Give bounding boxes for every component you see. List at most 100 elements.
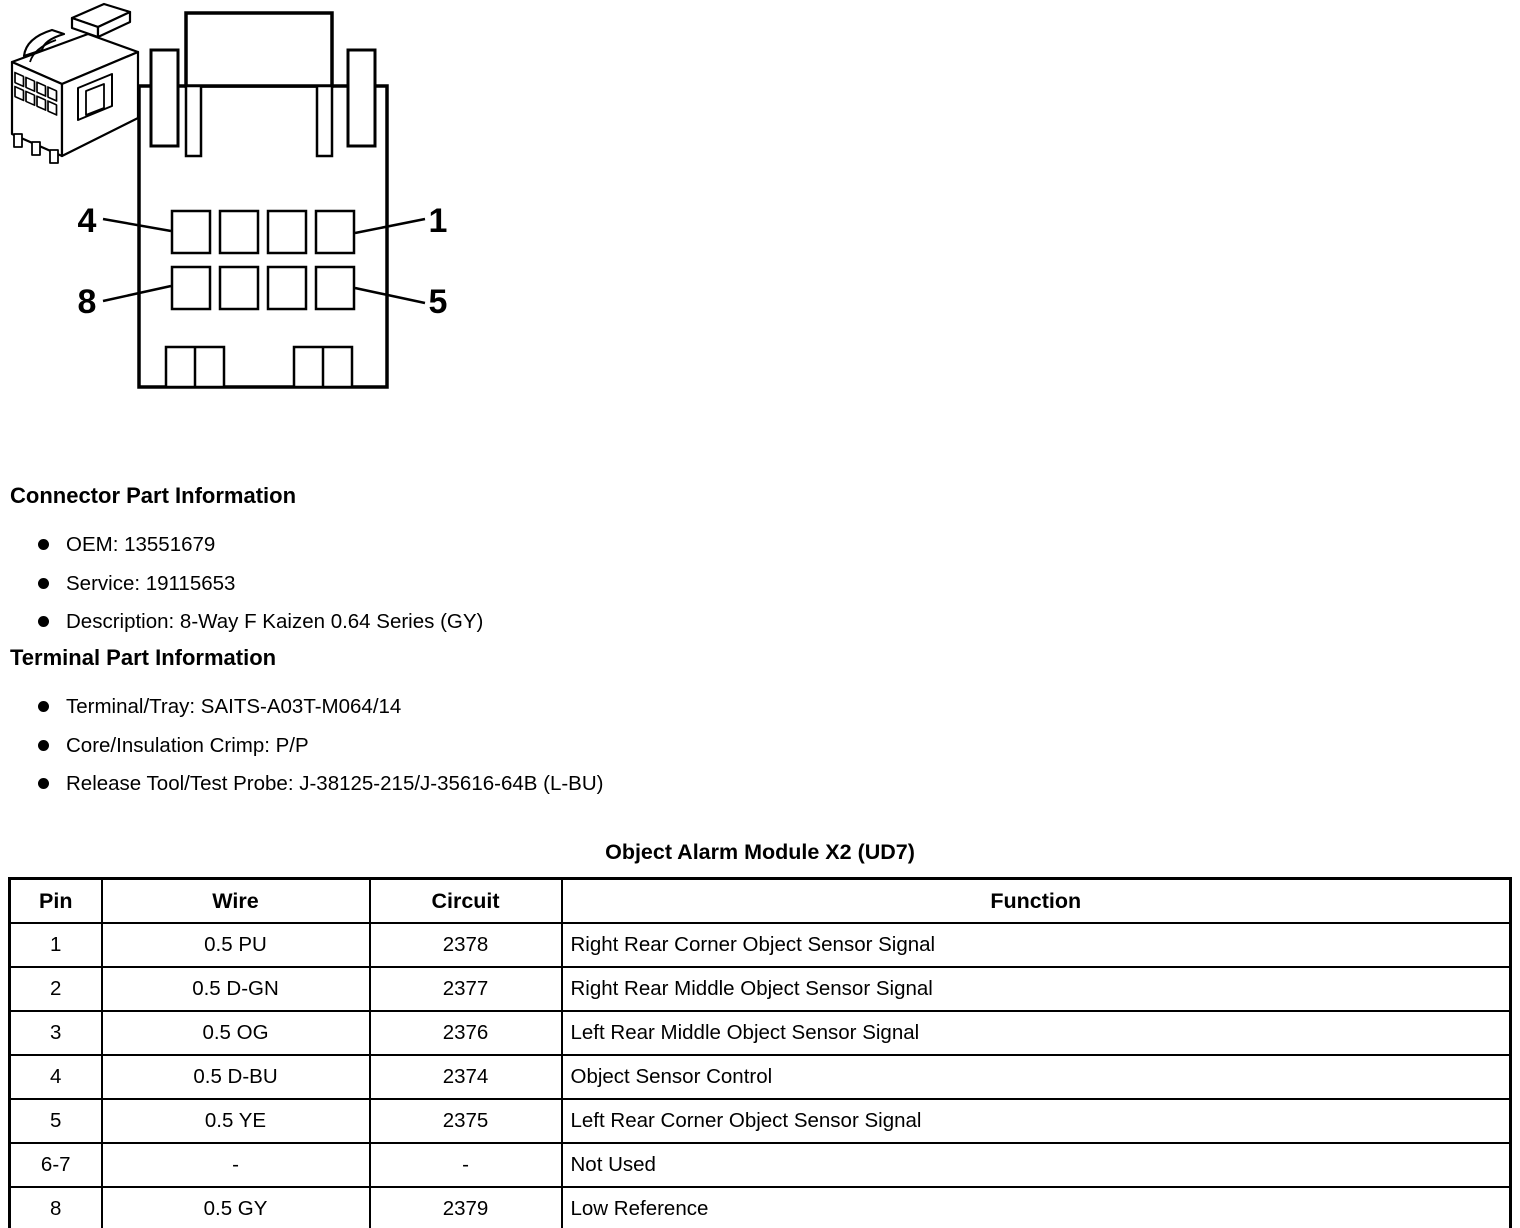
connector-right-slot xyxy=(346,48,377,148)
bullet-icon xyxy=(38,701,49,713)
cell-function: Right Rear Corner Object Sensor Signal xyxy=(560,922,1512,968)
cell-function: Left Rear Corner Object Sensor Signal xyxy=(560,1098,1512,1144)
cell-function: Object Sensor Control xyxy=(560,1054,1512,1100)
table-row: 6-7 - - Not Used xyxy=(8,1142,1512,1188)
iso-pin-hole xyxy=(14,85,25,102)
iso-pin-hole xyxy=(36,81,47,97)
cell-function: Low Reference xyxy=(560,1186,1512,1228)
column-header-wire: Wire xyxy=(100,877,371,924)
column-header-circuit: Circuit xyxy=(368,877,563,924)
table-row: 3 0.5 OG 2376 Left Rear Middle Object Se… xyxy=(8,1010,1512,1056)
iso-pin-hole xyxy=(25,90,36,107)
leader-line-pin4 xyxy=(102,217,172,233)
pin-cavity xyxy=(218,265,260,311)
pin-cavity xyxy=(314,265,356,311)
cell-wire: 0.5 PU xyxy=(100,922,371,968)
cell-wire: - xyxy=(100,1142,371,1188)
list-item: Service: 19115653 xyxy=(38,571,870,597)
pin-cavity xyxy=(266,265,308,311)
iso-foot xyxy=(13,133,23,148)
cell-wire: 0.5 YE xyxy=(100,1098,371,1144)
bullet-text: OEM: 13551679 xyxy=(66,533,216,557)
table-row: 1 0.5 PU 2378 Right Rear Corner Object S… xyxy=(8,922,1512,968)
table-row: 5 0.5 YE 2375 Left Rear Corner Object Se… xyxy=(8,1098,1512,1144)
cell-wire: 0.5 OG xyxy=(100,1010,371,1056)
iso-pin-hole xyxy=(47,100,58,116)
cell-pin: 2 xyxy=(8,966,103,1012)
iso-pin-hole xyxy=(36,95,47,111)
table-header-row: Pin Wire Circuit Function xyxy=(8,877,1512,924)
bullet-text: Service: 19115653 xyxy=(66,571,236,595)
column-header-pin: Pin xyxy=(8,877,103,924)
cell-circuit: 2374 xyxy=(368,1054,563,1100)
bullet-icon xyxy=(38,778,49,790)
table-row: 4 0.5 D-BU 2374 Object Sensor Control xyxy=(8,1054,1512,1100)
iso-pin-hole xyxy=(25,76,36,93)
leader-line-pin1 xyxy=(354,217,426,235)
connector-latch-leg-right xyxy=(315,84,334,158)
cell-wire: 0.5 D-GN xyxy=(100,966,371,1012)
cell-circuit: 2379 xyxy=(368,1186,563,1228)
cell-circuit: 2377 xyxy=(368,966,563,1012)
cell-circuit: - xyxy=(368,1142,563,1188)
cell-pin: 4 xyxy=(8,1054,103,1100)
pin-label-8: 8 xyxy=(78,283,97,321)
connector-part-info-section: Connector Part Information OEM: 13551679… xyxy=(10,483,870,648)
connector-face-diagram: 4 1 8 5 xyxy=(78,11,448,389)
pin-label-4: 4 xyxy=(78,202,97,240)
iso-top-tab-side2 xyxy=(96,10,132,39)
terminal-part-info-section: Terminal Part Information Terminal/Tray:… xyxy=(10,645,870,810)
pinout-table-title: Object Alarm Module X2 (UD7) xyxy=(605,840,915,864)
pin-cavity xyxy=(170,209,212,255)
bullet-text: Core/Insulation Crimp: P/P xyxy=(66,733,309,757)
pin-label-5: 5 xyxy=(429,283,448,321)
cell-wire: 0.5 D-BU xyxy=(100,1054,371,1100)
leader-line-pin5 xyxy=(354,286,426,305)
iso-foot xyxy=(31,141,41,156)
connector-latch-tab xyxy=(184,11,334,88)
cell-pin: 1 xyxy=(8,922,103,968)
cell-function: Not Used xyxy=(560,1142,1512,1188)
connector-left-slot xyxy=(149,48,180,148)
cell-circuit: 2375 xyxy=(368,1098,563,1144)
cell-function: Right Rear Middle Object Sensor Signal xyxy=(560,966,1512,1012)
table-row: 2 0.5 D-GN 2377 Right Rear Middle Object… xyxy=(8,966,1512,1012)
iso-latch-curve xyxy=(29,39,57,63)
list-item: Release Tool/Test Probe: J-38125-215/J-3… xyxy=(38,771,870,797)
connector-part-info-list: OEM: 13551679 Service: 19115653 Descript… xyxy=(10,532,870,635)
cell-wire: 0.5 GY xyxy=(100,1186,371,1228)
cell-pin: 6-7 xyxy=(8,1142,103,1188)
cell-circuit: 2376 xyxy=(368,1010,563,1056)
connector-3d-view xyxy=(10,2,140,164)
connector-latch-leg-left xyxy=(184,84,203,158)
cell-pin: 3 xyxy=(8,1010,103,1056)
pinout-table: Pin Wire Circuit Function 1 0.5 PU 2378 … xyxy=(8,877,1512,1228)
leader-line-pin8 xyxy=(102,284,172,303)
bullet-icon xyxy=(38,616,49,628)
pin-label-1: 1 xyxy=(429,202,448,240)
connector-part-info-heading: Connector Part Information xyxy=(10,483,297,508)
iso-slot-inner xyxy=(85,83,105,116)
cell-circuit: 2378 xyxy=(368,922,563,968)
iso-pin-hole xyxy=(14,71,25,88)
iso-pin-hole xyxy=(47,86,58,102)
list-item: Description: 8-Way F Kaizen 0.64 Series … xyxy=(38,609,870,635)
pin-cavity xyxy=(314,209,356,255)
terminal-part-info-list: Terminal/Tray: SAITS-A03T-M064/14 Core/I… xyxy=(10,694,870,797)
table-row: 8 0.5 GY 2379 Low Reference xyxy=(8,1186,1512,1228)
list-item: Terminal/Tray: SAITS-A03T-M064/14 xyxy=(38,694,870,720)
list-item: Core/Insulation Crimp: P/P xyxy=(38,733,870,759)
cell-function: Left Rear Middle Object Sensor Signal xyxy=(560,1010,1512,1056)
column-header-function: Function xyxy=(560,877,1512,924)
terminal-part-info-heading: Terminal Part Information xyxy=(10,645,277,670)
pin-cavity xyxy=(266,209,308,255)
bullet-icon xyxy=(38,577,49,589)
list-item: OEM: 13551679 xyxy=(38,532,870,558)
cell-pin: 5 xyxy=(8,1098,103,1144)
bullet-icon xyxy=(38,739,49,751)
bullet-text: Description: 8-Way F Kaizen 0.64 Series … xyxy=(66,610,484,634)
bullet-text: Release Tool/Test Probe: J-38125-215/J-3… xyxy=(66,772,604,796)
iso-foot xyxy=(49,149,59,164)
bullet-icon xyxy=(38,539,49,551)
